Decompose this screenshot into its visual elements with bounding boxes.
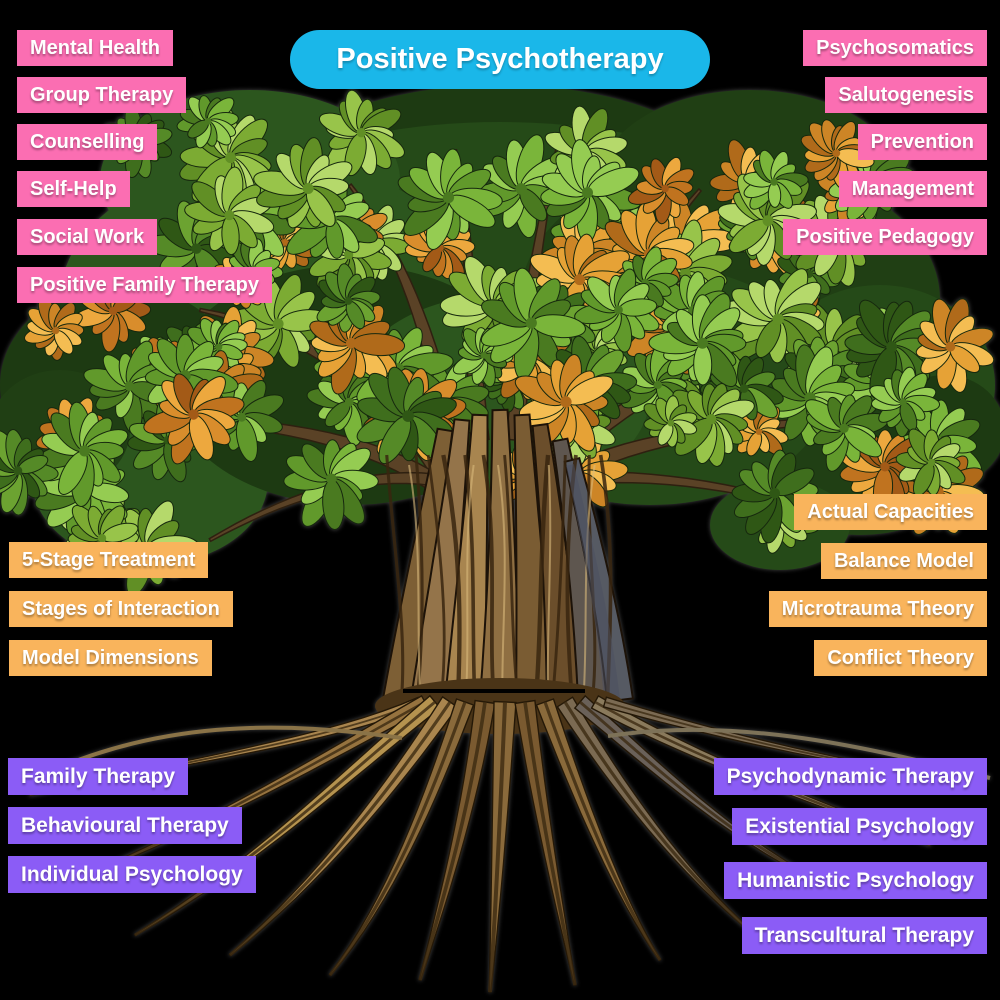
label-microtrauma-theory: Microtrauma Theory — [768, 591, 987, 627]
label-existential-psychology: Existential Psychology — [732, 808, 987, 845]
label-social-work: Social Work — [17, 219, 158, 255]
label-counselling: Counselling — [17, 124, 158, 160]
label-psychodynamic-therapy: Psychodynamic Therapy — [713, 758, 987, 795]
label-salutogenesis: Salutogenesis — [825, 77, 987, 113]
page-title: Positive Psychotherapy — [290, 30, 710, 89]
label-individual-psychology: Individual Psychology — [8, 856, 256, 893]
label-humanistic-psychology: Humanistic Psychology — [724, 862, 987, 899]
label-stages-of-interaction: Stages of Interaction — [9, 591, 233, 627]
label-mental-health: Mental Health — [17, 30, 174, 66]
label-psychosomatics: Psychosomatics — [803, 30, 987, 66]
label-family-therapy: Family Therapy — [8, 758, 189, 795]
label-self-help: Self-Help — [17, 171, 130, 207]
label-model-dimensions: Model Dimensions — [9, 640, 212, 676]
label-behavioural-therapy: Behavioural Therapy — [8, 807, 242, 844]
label-5-stage-treatment: 5-Stage Treatment — [9, 542, 209, 578]
label-positive-family-therapy: Positive Family Therapy — [17, 267, 272, 303]
label-actual-capacities: Actual Capacities — [794, 494, 987, 530]
label-balance-model: Balance Model — [820, 543, 987, 579]
label-management: Management — [838, 171, 987, 207]
label-positive-pedagogy: Positive Pedagogy — [783, 219, 987, 255]
label-group-therapy: Group Therapy — [17, 77, 187, 113]
label-prevention: Prevention — [857, 124, 987, 160]
label-conflict-theory: Conflict Theory — [814, 640, 987, 676]
label-transcultural-therapy: Transcultural Therapy — [741, 917, 987, 954]
